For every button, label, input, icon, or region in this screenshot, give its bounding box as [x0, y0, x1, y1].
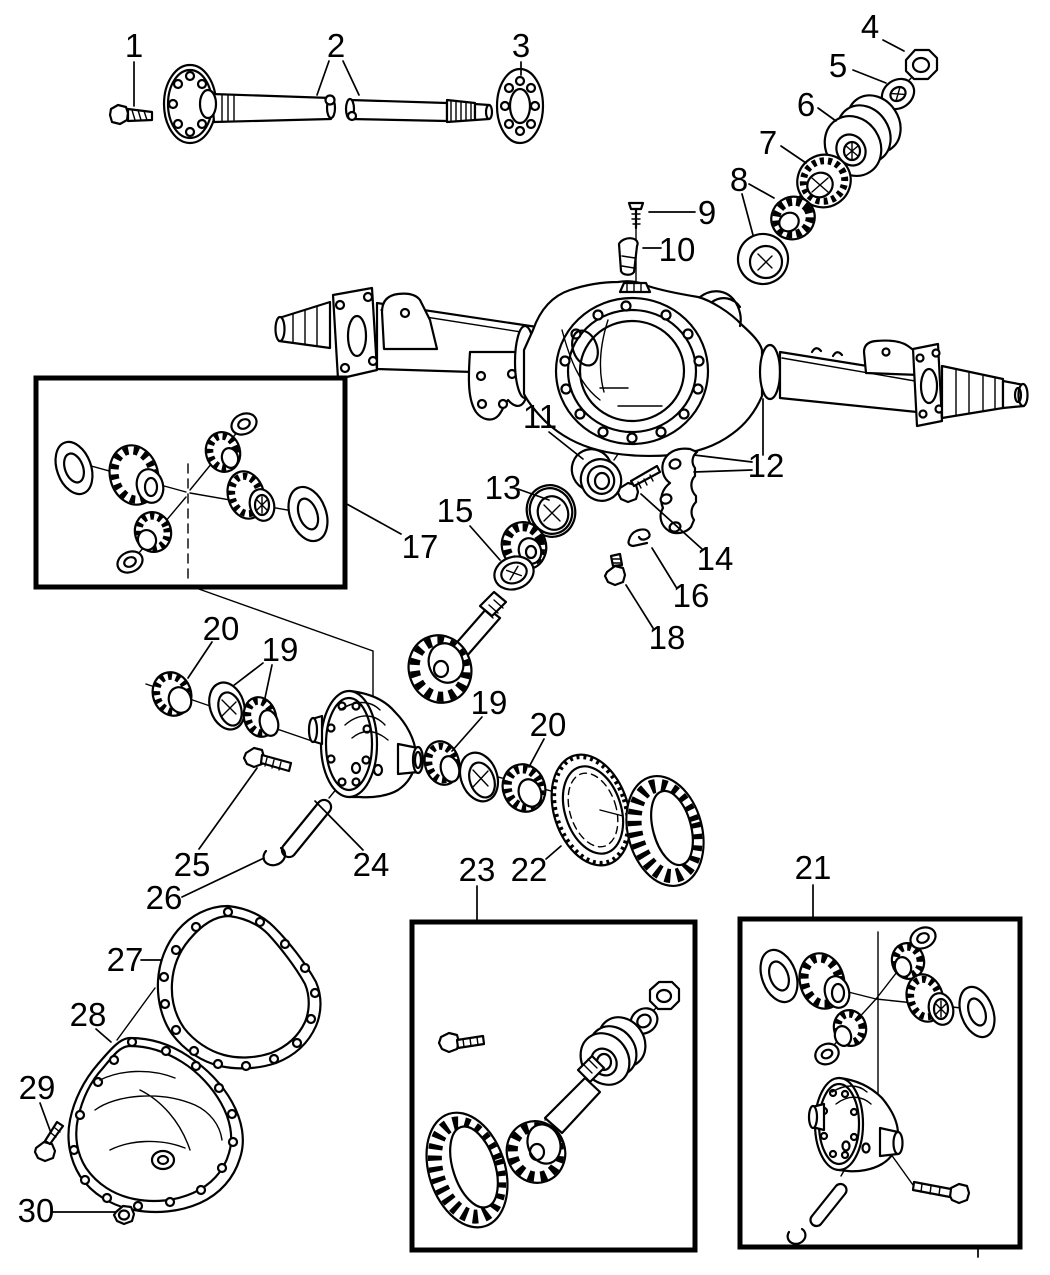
- cover-gasket: [156, 904, 322, 1072]
- axle-shaft-left: [162, 63, 337, 145]
- fill-plug-bolt: [603, 552, 627, 587]
- callout-17: 17: [402, 528, 439, 565]
- callout-13: 13: [485, 469, 522, 506]
- shaft-lock-clip: [262, 846, 287, 867]
- pinion-rear-bearing-race: [525, 484, 577, 538]
- adjuster-clip: [627, 528, 651, 548]
- cover-bolt-holes: [559, 300, 705, 444]
- callout-19-right: 19: [471, 684, 508, 721]
- callout-21: 21: [795, 849, 832, 886]
- pinion-mate-shaft: [280, 798, 333, 859]
- callout-1: 1: [125, 27, 143, 64]
- diff-bearing-cone-19-left: [242, 696, 280, 738]
- differential-cover: [67, 1036, 244, 1214]
- callout-19-left: 19: [262, 631, 299, 668]
- bearing-cap-bracket: [659, 447, 699, 535]
- side-gear-left: [108, 444, 165, 506]
- callout-30: 30: [18, 1192, 55, 1229]
- case-side-gear-left: [798, 952, 851, 1010]
- ring-gear: [625, 774, 705, 888]
- pinion-nut: [904, 48, 939, 81]
- pinion-gear-top: [204, 431, 242, 473]
- callout-22: 22: [511, 851, 548, 888]
- diff-bearing-race-19-left: [208, 681, 246, 731]
- axle-shaft-bolt: [108, 103, 154, 126]
- diff-bearing-cone-19-right: [423, 740, 461, 786]
- cover-bolt: [33, 1120, 65, 1163]
- drain-plug: [112, 1204, 136, 1226]
- kit-pinion: [505, 1054, 606, 1184]
- callout-15: 15: [437, 492, 474, 529]
- breather: [617, 237, 639, 276]
- diff-bearing-20-left: [151, 671, 193, 717]
- kit-ring-gear: [425, 1111, 509, 1229]
- callout-16: 16: [673, 577, 710, 614]
- pinion-washer: [880, 77, 916, 111]
- pinion-gear-bottom: [133, 511, 173, 553]
- callout-28: 28: [70, 996, 107, 1033]
- case-washer-right: [958, 985, 996, 1039]
- callout-12: 12: [748, 447, 785, 484]
- pinion-seal: [570, 448, 623, 502]
- inset-box-21: [737, 916, 1023, 1250]
- callout-29: 29: [19, 1069, 56, 1106]
- case-carrier: [807, 1076, 904, 1173]
- bearing-cap-bolt: [616, 464, 662, 504]
- callout-18: 18: [649, 619, 686, 656]
- axle-housing: [274, 280, 1029, 458]
- drive-pinion-gear: [407, 590, 508, 704]
- callout-14: 14: [697, 540, 734, 577]
- callout-27: 27: [107, 941, 144, 978]
- thrust-washer-right: [287, 485, 329, 543]
- callout-6: 6: [797, 86, 815, 123]
- side-gear-right: [226, 470, 276, 522]
- inset-box-23: [409, 919, 698, 1253]
- case-bolt: [242, 746, 293, 773]
- tone-ring: [550, 753, 632, 867]
- pinion-front-bearing: [796, 153, 852, 209]
- case-clip: [786, 1227, 807, 1245]
- pinion-washer-top: [230, 412, 258, 436]
- callout-labels: 1 2 3 4 5 6 7 8 9 10 11 12 13 14 15 16 1…: [18, 8, 880, 1229]
- differential-case: [307, 689, 425, 799]
- case-bolt-kit: [911, 1180, 971, 1205]
- case-washer-top: [909, 926, 937, 950]
- callout-3: 3: [512, 27, 530, 64]
- kit-pinion-nut: [648, 980, 681, 1011]
- oil-slinger-washer: [493, 555, 535, 591]
- callout-20-left: 20: [203, 610, 240, 647]
- pinion-bearing-race: [736, 232, 790, 286]
- callout-10: 10: [659, 231, 696, 268]
- case-pinion-top: [890, 942, 926, 980]
- callout-11: 11: [523, 398, 557, 435]
- callout-26: 26: [146, 879, 183, 916]
- case-side-gear-right: [905, 973, 955, 1026]
- callout-24: 24: [353, 846, 390, 883]
- inset-box-17: [33, 375, 348, 590]
- pinion-bearing-cone: [770, 195, 816, 241]
- diff-bearing-race-19-right: [458, 751, 500, 803]
- callout-23: 23: [459, 851, 496, 888]
- leader-lines: [39, 39, 979, 1258]
- diff-bearing-20-right: [501, 763, 547, 813]
- case-washer-left: [759, 948, 799, 1004]
- pinion-washer-bottom: [116, 550, 144, 574]
- callout-5: 5: [829, 47, 847, 84]
- callout-4: 4: [861, 8, 879, 45]
- callout-8: 8: [730, 161, 748, 198]
- thrust-washer-left: [54, 440, 94, 496]
- case-washer-bottom: [814, 1042, 840, 1066]
- callout-2: 2: [327, 27, 345, 64]
- callout-20-right: 20: [530, 706, 567, 743]
- callout-7: 7: [759, 124, 777, 161]
- axle-shaft-right: [344, 97, 494, 124]
- case-pinion-bottom: [832, 1009, 868, 1047]
- callout-9: 9: [698, 194, 716, 231]
- vent-screw: [627, 201, 645, 230]
- hub-flange: [495, 67, 545, 145]
- case-pinion-shaft: [809, 1182, 848, 1228]
- kit-bolt: [437, 1031, 486, 1054]
- callout-25: 25: [174, 846, 211, 883]
